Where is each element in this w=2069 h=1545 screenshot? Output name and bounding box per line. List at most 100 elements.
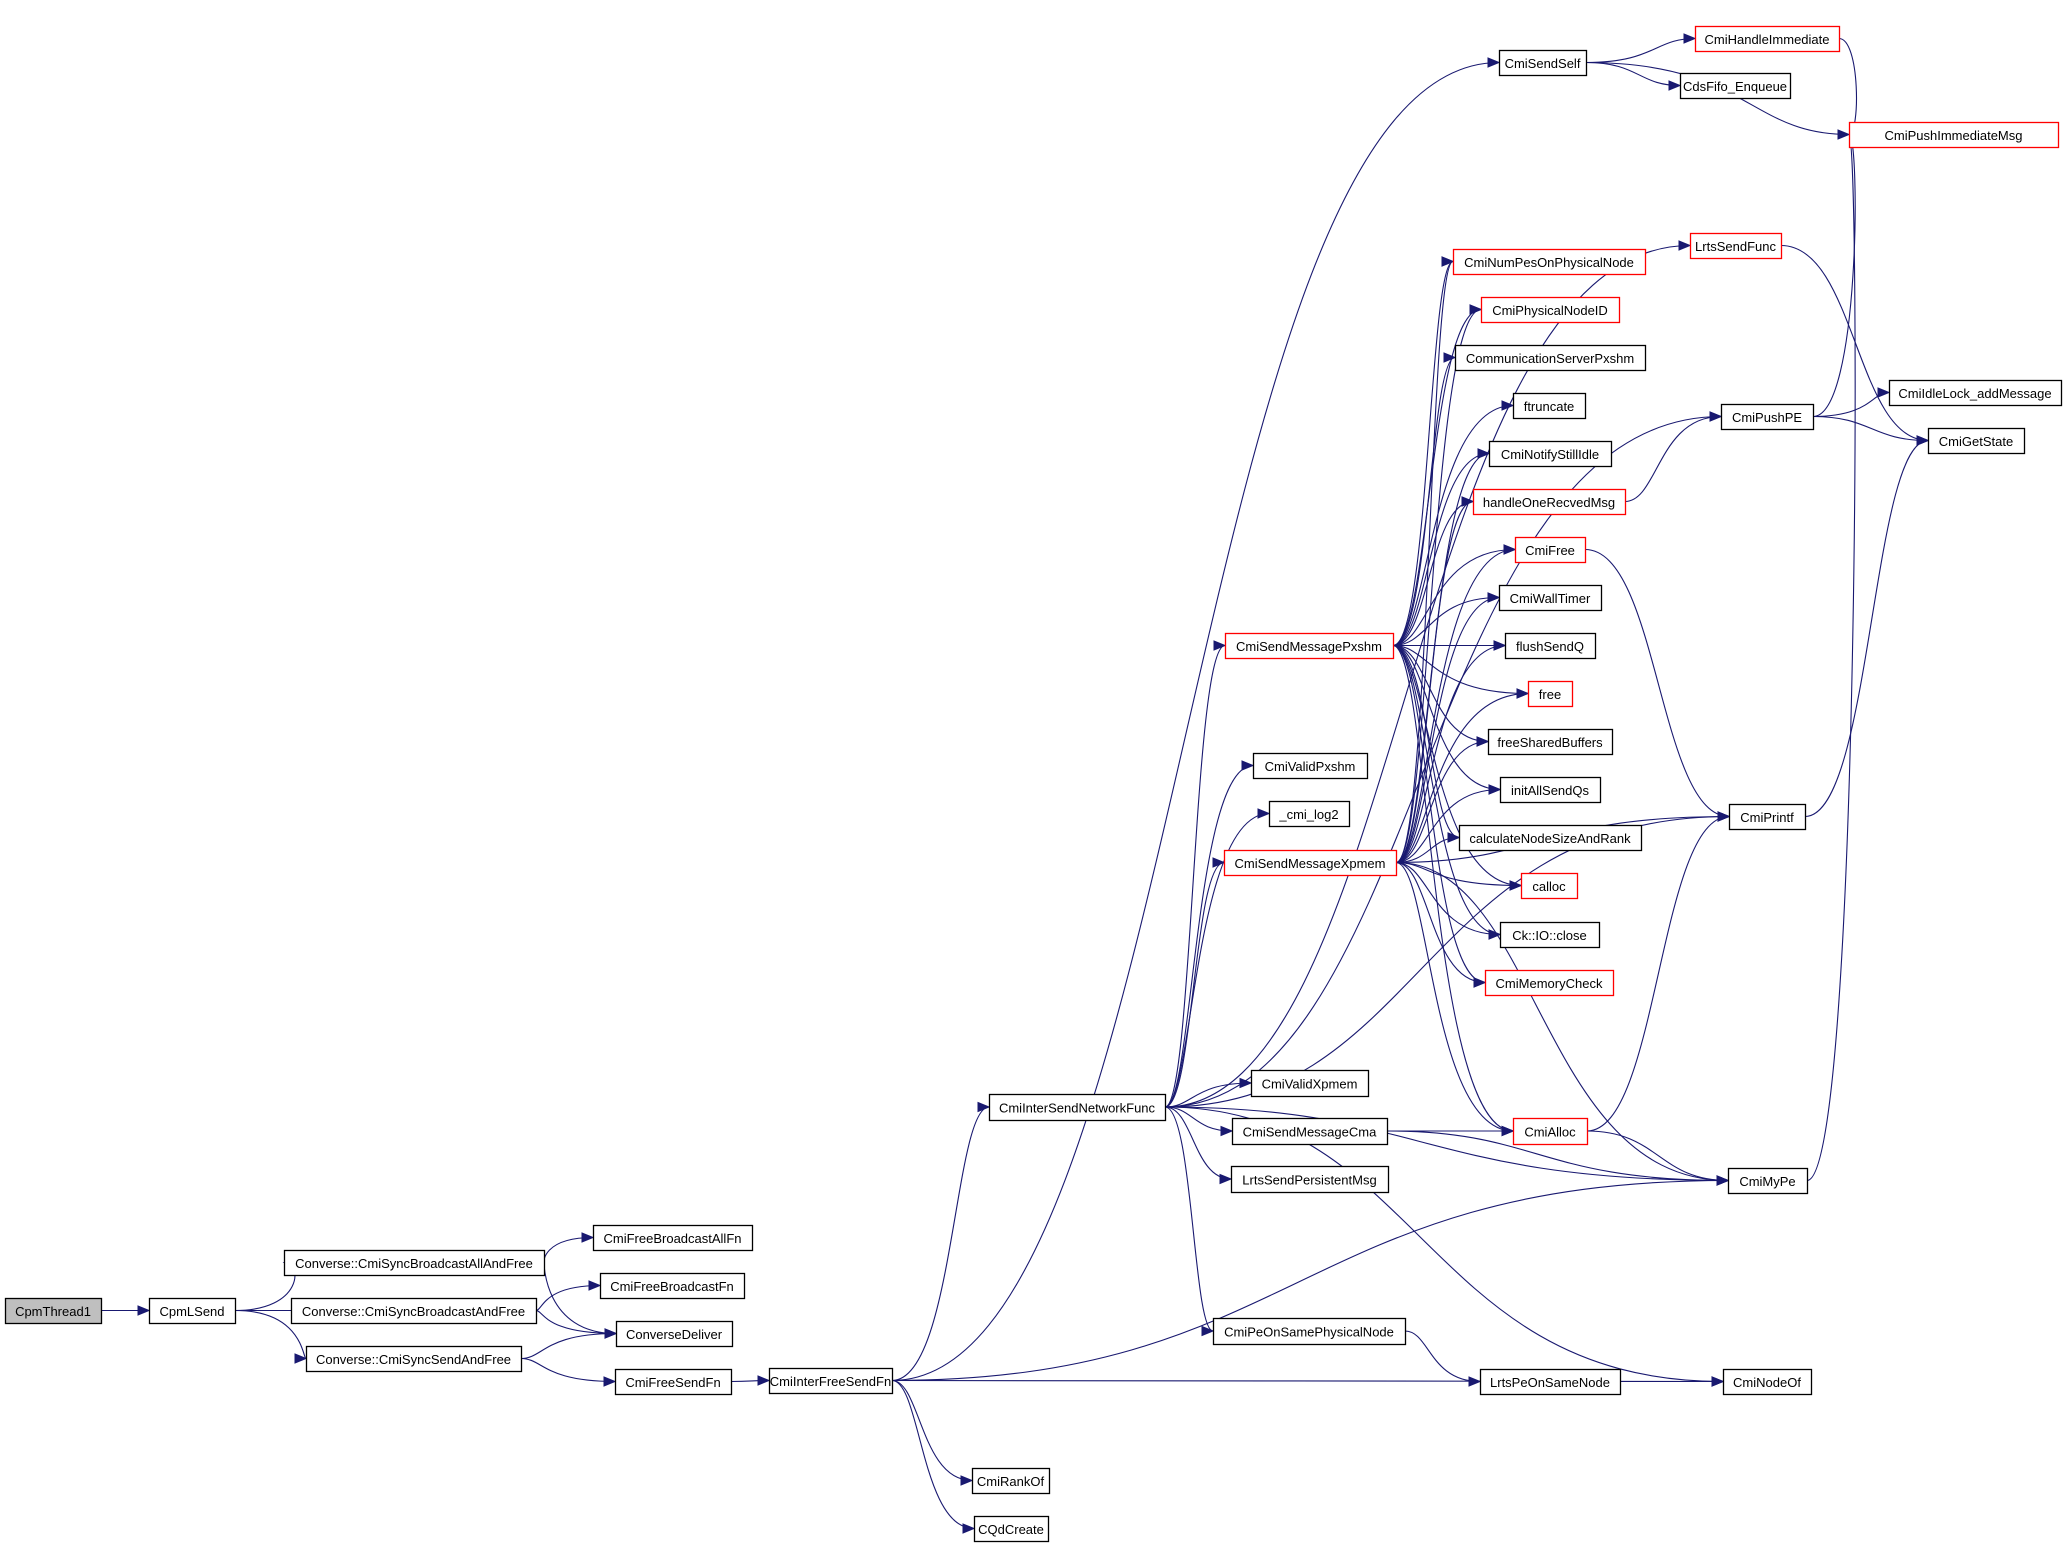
edge-cmi-send-message-pxshm-to-cmi-notify-still-idle xyxy=(1392,452,1490,647)
node-cmi-alloc[interactable]: CmiAlloc xyxy=(1512,1117,1589,1146)
node-cpm-lsend[interactable]: CpmLSend xyxy=(148,1297,237,1325)
edge-cmi-send-message-xpmem-to-free-shared-buffers xyxy=(1395,740,1489,864)
node-cmi-inter-free-send-fn[interactable]: CmiInterFreeSendFn xyxy=(768,1367,894,1395)
node-cmi-idle-lock-add-message[interactable]: CmiIdleLock_addMessage xyxy=(1888,379,2063,407)
arrowhead-icon xyxy=(1441,256,1455,267)
node-cmi-log2[interactable]: _cmi_log2 xyxy=(1268,800,1351,828)
node-label: Converse::CmiSyncSendAndFree xyxy=(316,1352,511,1367)
node-free[interactable]: free xyxy=(1527,680,1574,708)
node-cmi-memory-check[interactable]: CmiMemoryCheck xyxy=(1484,969,1615,997)
node-init-all-send-qs[interactable]: initAllSendQs xyxy=(1499,776,1602,804)
node-box xyxy=(614,1368,733,1396)
node-cmi-get-state[interactable]: CmiGetState xyxy=(1927,427,2026,455)
node-ftruncate[interactable]: ftruncate xyxy=(1512,392,1587,420)
node-label: _cmi_log2 xyxy=(1278,807,1338,822)
node-box xyxy=(1527,680,1574,708)
node-cmi-push-immediate-msg[interactable]: CmiPushImmediateMsg xyxy=(1848,121,2060,149)
arrowhead-icon xyxy=(581,1232,595,1243)
arrowhead-icon xyxy=(1443,352,1457,363)
arrowhead-icon xyxy=(1509,880,1523,891)
node-cmi-num-pes-on-physical-node[interactable]: CmiNumPesOnPhysicalNode xyxy=(1452,248,1647,276)
node-cmi-node-of[interactable]: CmiNodeOf xyxy=(1722,1368,1813,1396)
node-cmi-push-pe[interactable]: CmiPushPE xyxy=(1720,403,1815,431)
node-box xyxy=(1512,392,1587,420)
edge-cmi-send-message-pxshm-to-calloc xyxy=(1392,644,1522,887)
node-cmi-notify-still-idle[interactable]: CmiNotifyStillIdle xyxy=(1488,440,1613,468)
node-cmi-send-message-pxshm[interactable]: CmiSendMessagePxshm xyxy=(1224,632,1395,660)
node-handle-one-recved-msg[interactable]: handleOneRecvedMsg xyxy=(1472,488,1627,516)
node-cmi-rank-of[interactable]: CmiRankOf xyxy=(971,1467,1051,1495)
node-calculate-node-size-and-rank[interactable]: calculateNodeSizeAndRank xyxy=(1458,824,1643,852)
node-cmi-physical-node-id[interactable]: CmiPhysicalNodeID xyxy=(1480,296,1621,324)
node-label: ftruncate xyxy=(1524,399,1575,414)
node-cmi-wall-timer[interactable]: CmiWallTimer xyxy=(1498,584,1603,612)
node-cmi-send-self[interactable]: CmiSendSelf xyxy=(1498,49,1588,77)
node-free-shared-buffers[interactable]: freeSharedBuffers xyxy=(1487,728,1614,756)
node-cmi-printf[interactable]: CmiPrintf xyxy=(1728,803,1807,831)
node-cmi-valid-pxshm[interactable]: CmiValidPxshm xyxy=(1252,752,1369,780)
edge-cmi-inter-free-send-fn-to-cmi-inter-send-network-func xyxy=(891,1106,990,1382)
node-label: CmiIdleLock_addMessage xyxy=(1898,386,2051,401)
node-flush-send-q[interactable]: flushSendQ xyxy=(1504,632,1597,660)
node-label: free xyxy=(1539,687,1561,702)
node-sync-bcast-all[interactable]: Converse::CmiSyncBroadcastAllAndFree xyxy=(283,1249,546,1277)
node-box xyxy=(1727,1167,1809,1195)
node-cmi-send-message-xpmem[interactable]: CmiSendMessageXpmem xyxy=(1223,849,1398,877)
arrowhead-icon xyxy=(1473,977,1487,988)
node-cmi-inter-send-network-func[interactable]: CmiInterSendNetworkFunc xyxy=(988,1093,1167,1122)
node-cmi-valid-xpmem[interactable]: CmiValidXpmem xyxy=(1250,1069,1370,1098)
edge-cmi-send-message-pxshm-to-cmi-wall-timer xyxy=(1392,596,1500,647)
arrowhead-icon xyxy=(1212,857,1226,868)
node-label: CmiNotifyStillIdle xyxy=(1501,447,1599,462)
nodes-layer: CpmThread1 CpmLSend Converse::CmiSyncBroad… xyxy=(4,25,2063,1543)
node-cmi-my-pe[interactable]: CmiMyPe xyxy=(1727,1167,1809,1195)
node-label: CmiGetState xyxy=(1939,434,2013,449)
arrowhead-icon xyxy=(1516,688,1530,699)
node-label: CmiMyPe xyxy=(1739,1174,1795,1189)
node-box xyxy=(1479,1368,1622,1396)
node-label: CmiPhysicalNodeID xyxy=(1492,303,1608,318)
edge-cmi-send-message-pxshm-to-handle-one-recved-msg xyxy=(1392,500,1474,647)
node-cpm-thread1[interactable]: CpmThread1 xyxy=(4,1297,103,1325)
node-box xyxy=(1689,232,1783,260)
node-calloc[interactable]: calloc xyxy=(1520,872,1579,900)
node-box xyxy=(1848,121,2060,149)
node-label: CmiSendMessageXpmem xyxy=(1234,856,1385,871)
node-communication-server-pxshm[interactable]: CommunicationServerPxshm xyxy=(1454,344,1647,372)
node-lrts-pe-on-same-node[interactable]: LrtsPeOnSameNode xyxy=(1479,1368,1622,1396)
node-sync-bcast[interactable]: Converse::CmiSyncBroadcastAndFree xyxy=(290,1297,538,1325)
edge-cmi-inter-send-network-func-to-cmi-log2 xyxy=(1164,812,1270,1108)
edge-cmi-inter-free-send-fn-to-cmi-rank-of xyxy=(891,1379,973,1482)
edge-cmi-send-message-xpmem-to-handle-one-recved-msg xyxy=(1395,500,1474,864)
node-ck-ioclose[interactable]: Ck::IO::close xyxy=(1499,921,1601,949)
node-cmi-handle-immediate[interactable]: CmiHandleImmediate xyxy=(1694,25,1841,53)
node-lrts-send-persistent-msg[interactable]: LrtsSendPersistentMsg xyxy=(1230,1165,1390,1194)
arrowhead-icon xyxy=(1469,304,1483,315)
edge-cmi-handle-immediate-to-cmi-push-immediate-msg xyxy=(1838,37,1858,136)
node-cmi-send-message-cma[interactable]: CmiSendMessageCma xyxy=(1231,1117,1389,1146)
node-cmi-free[interactable]: CmiFree xyxy=(1514,536,1587,564)
arrowhead-icon xyxy=(137,1305,151,1316)
node-box xyxy=(1498,584,1603,612)
edge-cmi-printf-to-cmi-get-state xyxy=(1804,439,1929,818)
node-cmi-pe-on-same-physical-node[interactable]: CmiPeOnSamePhysicalNode xyxy=(1212,1317,1407,1346)
node-lrts-send-func[interactable]: LrtsSendFunc xyxy=(1689,232,1783,260)
node-label: CmiNodeOf xyxy=(1733,1375,1801,1390)
node-cmi-free-broadcast-fn[interactable]: CmiFreeBroadcastFn xyxy=(599,1272,746,1300)
node-label: Ck::IO::close xyxy=(1512,928,1586,943)
node-converse-deliver[interactable]: ConverseDeliver xyxy=(615,1320,734,1348)
arrowhead-icon xyxy=(962,1523,976,1534)
arrowhead-icon xyxy=(757,1375,771,1386)
edge-cmi-send-message-pxshm-to-free-shared-buffers xyxy=(1392,644,1489,743)
edge-cmi-free-to-cmi-printf xyxy=(1584,548,1730,818)
arrowhead-icon xyxy=(1220,1125,1234,1137)
node-sync-send[interactable]: Converse::CmiSyncSendAndFree xyxy=(305,1345,523,1373)
node-box xyxy=(1512,1117,1589,1146)
node-cds-fifo-enqueue[interactable]: CdsFifo_Enqueue xyxy=(1679,72,1792,100)
node-cqd-create[interactable]: CQdCreate xyxy=(973,1515,1050,1543)
arrowhead-icon xyxy=(960,1475,974,1486)
node-box xyxy=(1212,1317,1407,1346)
node-label: CmiFreeBroadcastFn xyxy=(610,1279,734,1294)
node-cmi-free-broadcast-all-fn[interactable]: CmiFreeBroadcastAllFn xyxy=(592,1224,754,1252)
node-cmi-free-send-fn[interactable]: CmiFreeSendFn xyxy=(614,1368,733,1396)
